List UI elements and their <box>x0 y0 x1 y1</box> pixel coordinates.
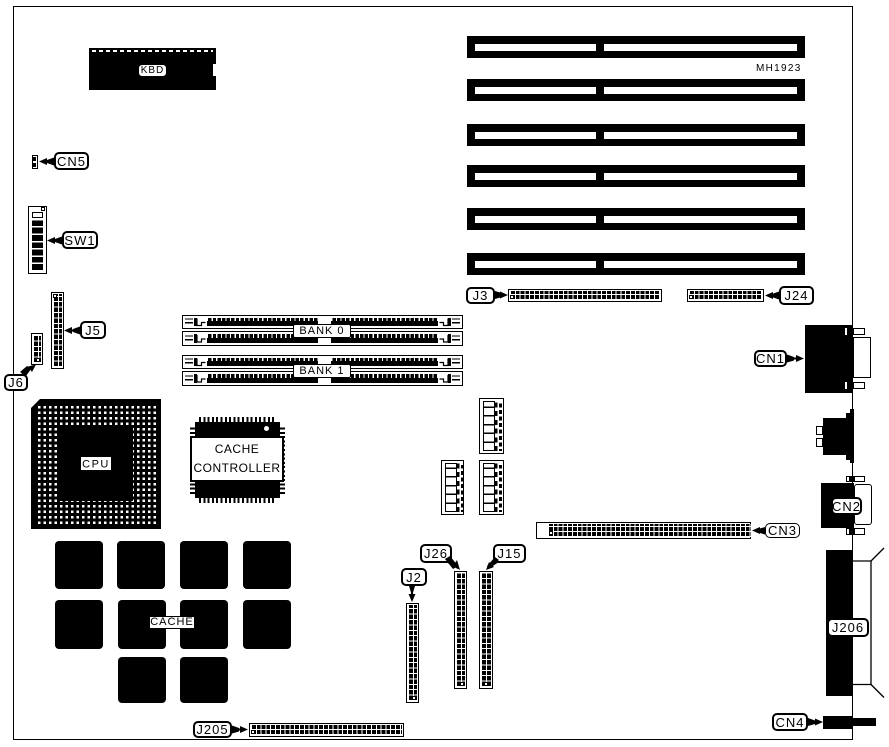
svg-text:CPU: CPU <box>82 459 110 471</box>
